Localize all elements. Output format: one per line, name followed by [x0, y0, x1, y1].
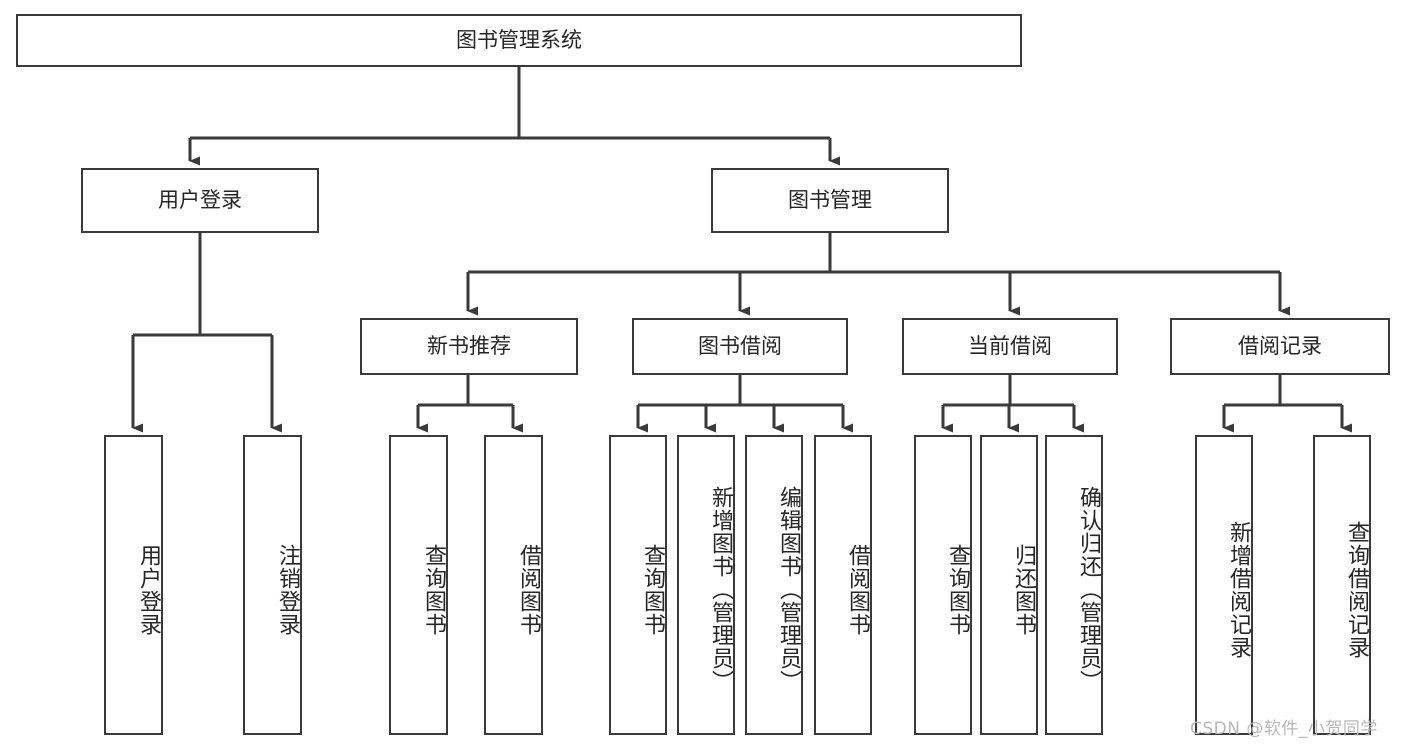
- node-label: 借阅记录: [1238, 334, 1322, 359]
- node-label: 查询借阅记录: [1344, 520, 1369, 659]
- node-label: 借阅图书: [516, 543, 541, 636]
- node-label: 借阅图书: [845, 543, 870, 636]
- leaf-borrow-record-add[interactable]: 新增借阅记录: [1195, 435, 1253, 735]
- node-label: 新增借阅记录: [1226, 520, 1251, 659]
- leaf-current-borrow-confirm-return[interactable]: 确认归还（管理员）: [1045, 435, 1103, 735]
- node-label: 确认归还（管理员）: [1076, 486, 1101, 693]
- leaf-new-book-query[interactable]: 查询图书: [389, 435, 448, 735]
- leaf-book-borrow-query[interactable]: 查询图书: [609, 435, 667, 735]
- node-label: 编辑图书（管理员）: [776, 486, 801, 693]
- leaf-new-book-borrow[interactable]: 借阅图书: [484, 435, 543, 735]
- node-label: 图书管理: [788, 188, 872, 213]
- node-label: 新增图书（管理员）: [708, 486, 733, 693]
- leaf-current-borrow-query[interactable]: 查询图书: [914, 435, 972, 735]
- node-label: 图书借阅: [698, 334, 782, 359]
- node-current-borrowing[interactable]: 当前借阅: [902, 318, 1118, 375]
- node-label: 用户登录: [136, 543, 161, 636]
- node-user-login[interactable]: 用户登录: [81, 168, 319, 233]
- watermark-text: CSDN @软件_小贺同学: [1190, 719, 1378, 739]
- node-label: 图书管理系统: [456, 28, 582, 53]
- node-label: 当前借阅: [968, 334, 1052, 359]
- leaf-book-borrow-borrow[interactable]: 借阅图书: [814, 435, 872, 735]
- node-root-book-management-system[interactable]: 图书管理系统: [16, 14, 1022, 67]
- node-label: 查询图书: [945, 543, 970, 636]
- node-label: 注销登录: [275, 543, 300, 636]
- csdn-watermark: CSDN @软件_小贺同学: [1190, 714, 1378, 739]
- node-book-borrowing[interactable]: 图书借阅: [632, 318, 848, 375]
- leaf-user-login-signin[interactable]: 用户登录: [104, 435, 163, 735]
- node-book-management[interactable]: 图书管理: [711, 168, 949, 233]
- node-label: 归还图书: [1011, 543, 1036, 636]
- leaf-book-borrow-add[interactable]: 新增图书（管理员）: [677, 435, 735, 735]
- leaf-book-borrow-edit[interactable]: 编辑图书（管理员）: [745, 435, 803, 735]
- node-borrowing-records[interactable]: 借阅记录: [1170, 318, 1390, 375]
- leaf-current-borrow-return[interactable]: 归还图书: [980, 435, 1038, 735]
- leaf-borrow-record-query[interactable]: 查询借阅记录: [1313, 435, 1371, 735]
- node-new-book-recommendation[interactable]: 新书推荐: [360, 318, 578, 375]
- node-label: 用户登录: [158, 188, 242, 213]
- node-label: 查询图书: [640, 543, 665, 636]
- leaf-user-login-signout[interactable]: 注销登录: [243, 435, 302, 735]
- node-label: 查询图书: [421, 543, 446, 636]
- node-label: 新书推荐: [427, 334, 511, 359]
